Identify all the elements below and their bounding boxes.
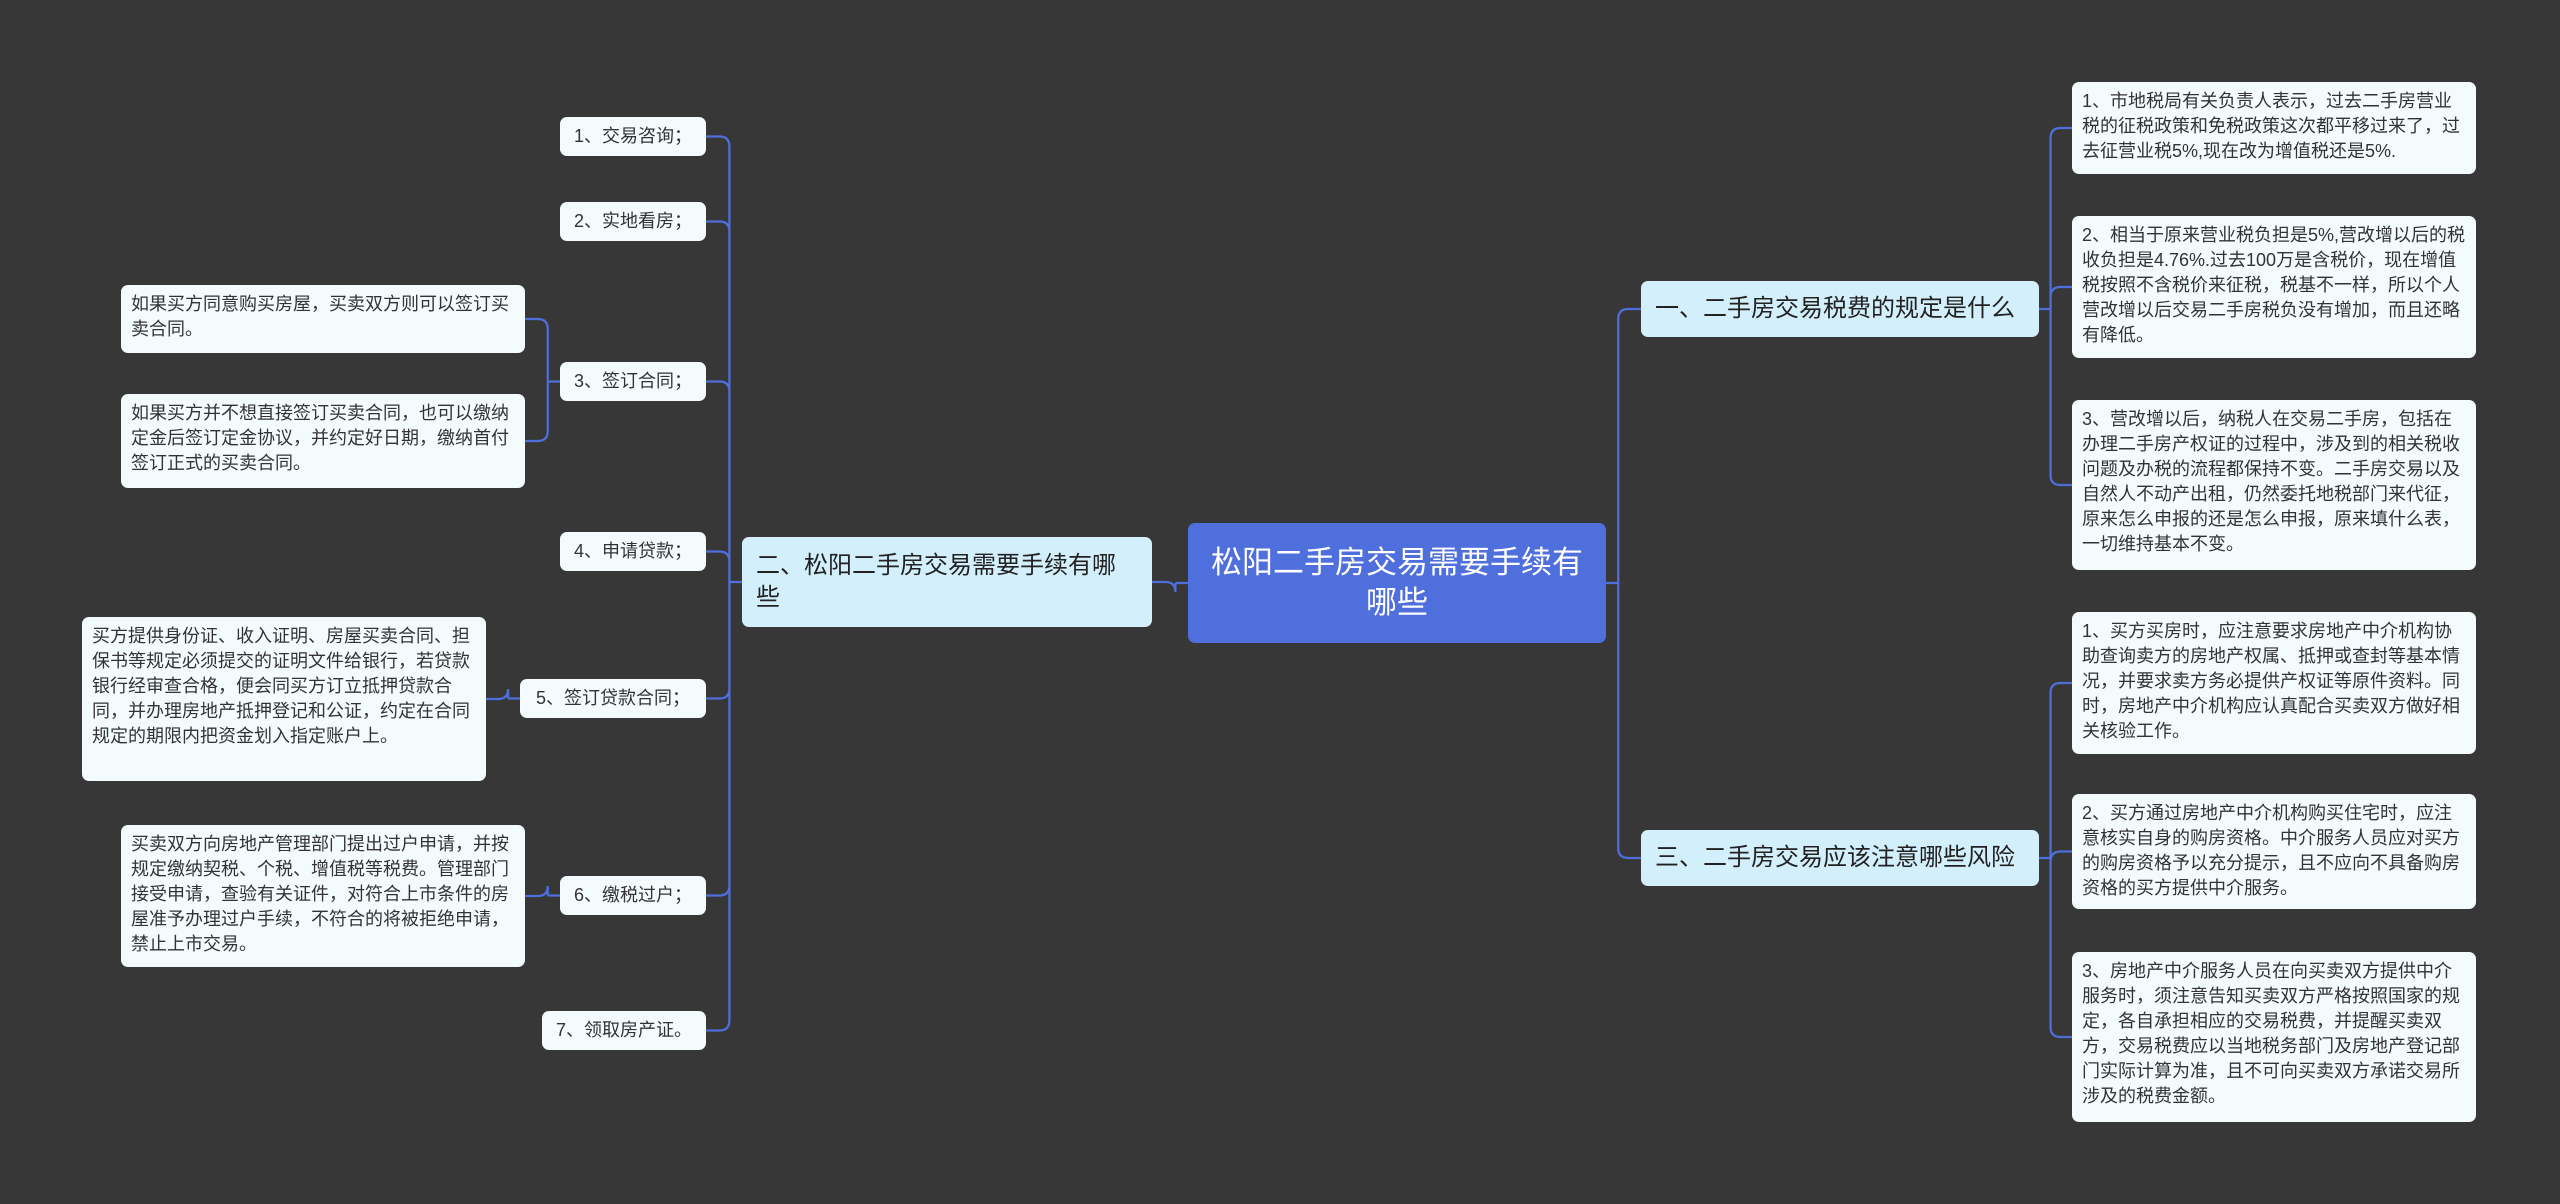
step-3-detail-1[interactable]: 如果买方同意购买房屋，买卖双方则可以签订买卖合同。 <box>121 285 525 353</box>
step-6-detail-1[interactable]: 买卖双方向房地产管理部门提出过户申请，并按规定缴纳契税、个税、增值税等税费。管理… <box>121 825 525 967</box>
tax-rule-item-1-text: 1、市地税局有关负责人表示，过去二手房营业税的征税政策和免税政策这次都平移过来了… <box>2082 91 2460 161</box>
step-5-detail-1[interactable]: 买方提供身份证、收入证明、房屋买卖合同、担保书等规定必须提交的证明文件给银行，若… <box>82 617 486 781</box>
branch-procedures[interactable]: 二、松阳二手房交易需要手续有哪些 <box>742 537 1152 627</box>
step-4-label: 4、申请贷款； <box>573 541 692 561</box>
connector-branch-risks <box>2039 681 2072 1039</box>
connector-root-topic <box>1606 307 1641 860</box>
risk-item-3-text: 3、房地产中介服务人员在向买卖双方提供中介服务时，须注意告知买卖双方严格按照国家… <box>2082 961 2460 1106</box>
step-7-label: 7、领取房产证。 <box>555 1020 692 1040</box>
step-6-label: 6、缴税过户； <box>573 885 692 905</box>
connector-branch-tax-rules <box>2039 126 2072 487</box>
tax-rule-item-2[interactable]: 2、相当于原来营业税负担是5%,营改增以后的税收负担是4.76%.过去100万是… <box>2072 216 2476 358</box>
step-6[interactable]: 6、缴税过户； <box>560 876 706 915</box>
step-7[interactable]: 7、领取房产证。 <box>542 1011 706 1050</box>
step-5[interactable]: 5、签订贷款合同； <box>520 679 706 718</box>
step-5-detail-1-text: 买方提供身份证、收入证明、房屋买卖合同、担保书等规定必须提交的证明文件给银行，若… <box>92 626 470 746</box>
connector-branch-procedures <box>706 135 742 1032</box>
tax-rule-item-3[interactable]: 3、营改增以后，纳税人在交易二手房，包括在办理二手房产权证的过程中，涉及到的相关… <box>2072 400 2476 570</box>
branch-procedures-title: 二、松阳二手房交易需要手续有哪些 <box>756 552 1116 611</box>
risk-item-1-text: 1、买方买房时，应注意要求房地产中介机构协助查询卖方的房地产权属、抵押或查封等基… <box>2082 621 2460 741</box>
connector-step-6 <box>525 885 560 898</box>
risk-item-3[interactable]: 3、房地产中介服务人员在向买卖双方提供中介服务时，须注意告知买卖双方严格按照国家… <box>2072 952 2476 1122</box>
tax-rule-item-3-text: 3、营改增以后，纳税人在交易二手房，包括在办理二手房产权证的过程中，涉及到的相关… <box>2082 409 2460 554</box>
step-4[interactable]: 4、申请贷款； <box>560 532 706 571</box>
step-1[interactable]: 1、交易咨询； <box>560 117 706 156</box>
tax-rule-item-2-text: 2、相当于原来营业税负担是5%,营改增以后的税收负担是4.76%.过去100万是… <box>2082 225 2466 345</box>
step-3-label: 3、签订合同； <box>573 371 692 391</box>
step-2[interactable]: 2、实地看房； <box>560 202 706 241</box>
step-3-detail-2-text: 如果买方并不想直接签订买卖合同，也可以缴纳定金后签订定金协议，并约定好日期，缴纳… <box>131 403 509 473</box>
connector-step-3 <box>525 317 560 443</box>
root-topic-title: 松阳二手房交易需要手续有哪些 <box>1211 545 1583 620</box>
step-3-detail-2[interactable]: 如果买方并不想直接签订买卖合同，也可以缴纳定金后签订定金协议，并约定好日期，缴纳… <box>121 394 525 488</box>
step-6-detail-1-text: 买卖双方向房地产管理部门提出过户申请，并按规定缴纳契税、个税、增值税等税费。管理… <box>131 834 509 954</box>
branch-tax-rules-title: 一、二手房交易税费的规定是什么 <box>1655 295 2015 322</box>
connector-step-5 <box>486 688 520 701</box>
step-3-detail-1-text: 如果买方同意购买房屋，买卖双方则可以签订买卖合同。 <box>131 294 509 339</box>
branch-risks-title: 三、二手房交易应该注意哪些风险 <box>1655 844 2015 871</box>
connector-root-topic <box>1152 580 1188 593</box>
branch-risks[interactable]: 三、二手房交易应该注意哪些风险 <box>1641 830 2039 886</box>
risk-item-2[interactable]: 2、买方通过房地产中介机构购买住宅时，应注意核实自身的购房资格。中介服务人员应对… <box>2072 794 2476 909</box>
step-2-label: 2、实地看房； <box>573 211 692 231</box>
branch-tax-rules[interactable]: 一、二手房交易税费的规定是什么 <box>1641 281 2039 337</box>
risk-item-1[interactable]: 1、买方买房时，应注意要求房地产中介机构协助查询卖方的房地产权属、抵押或查封等基… <box>2072 612 2476 754</box>
tax-rule-item-1[interactable]: 1、市地税局有关负责人表示，过去二手房营业税的征税政策和免税政策这次都平移过来了… <box>2072 82 2476 174</box>
risk-item-2-text: 2、买方通过房地产中介机构购买住宅时，应注意核实自身的购房资格。中介服务人员应对… <box>2082 803 2460 898</box>
step-1-label: 1、交易咨询； <box>573 126 692 146</box>
step-5-label: 5、签订贷款合同； <box>535 688 690 708</box>
step-3[interactable]: 3、签订合同； <box>560 362 706 401</box>
root-topic[interactable]: 松阳二手房交易需要手续有哪些 <box>1188 523 1606 643</box>
